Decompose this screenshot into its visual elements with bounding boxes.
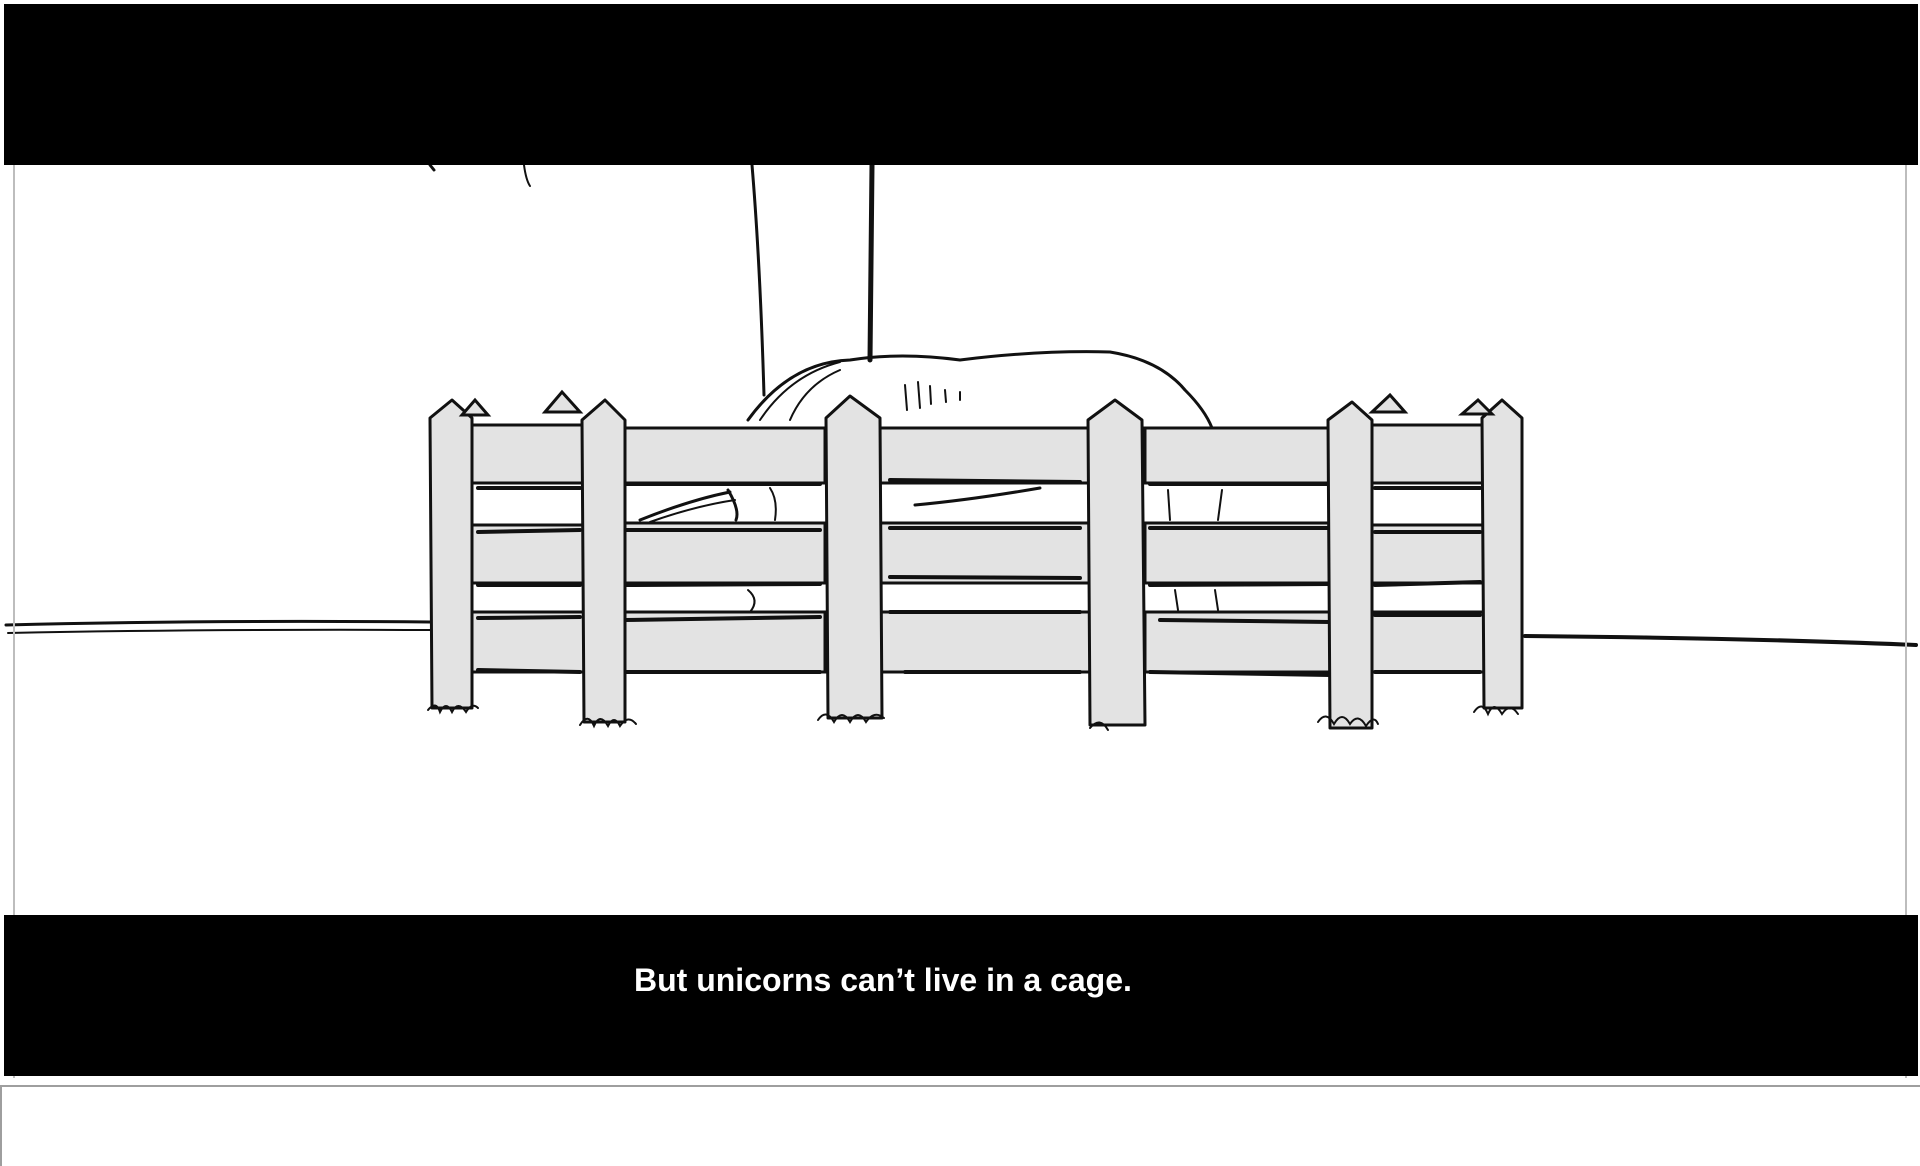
unicorn-leg-3 — [1167, 489, 1223, 521]
horizon-line-left — [4, 619, 432, 627]
unicorn-horn-2 — [649, 499, 736, 523]
rail-right-low — [1368, 610, 1487, 674]
letterbox-bottom-bar — [4, 915, 1918, 1076]
fence-rail-lines — [476, 478, 1482, 677]
unicorn-ribs — [904, 381, 961, 411]
unicorn-horn — [638, 490, 732, 522]
unicorn-leg-4 — [1174, 589, 1219, 611]
unicorn-leg-2 — [747, 589, 756, 613]
tree-trunk-right — [867, 162, 875, 363]
rail-c-mid — [1143, 521, 1337, 585]
panel-caption: But unicorns can’t live in a cage. — [634, 962, 1132, 998]
post-6 — [1480, 398, 1524, 710]
rail-b-top — [878, 426, 1092, 485]
unicorn-back — [746, 350, 1214, 430]
rail-a-low — [613, 610, 827, 674]
rail-right-mid — [1368, 523, 1487, 585]
post-1 — [428, 398, 474, 710]
horizon-line-left-2 — [7, 628, 431, 634]
fence-posts — [428, 394, 1524, 730]
grass-tufts — [427, 704, 1519, 731]
rail-b-mid — [878, 521, 1092, 585]
post-2 — [580, 398, 627, 724]
unicorn-mane-1 — [759, 361, 841, 421]
branch-mark-2 — [523, 164, 531, 187]
branch-mark-1 — [428, 163, 436, 172]
letterbox-top-bar — [4, 4, 1918, 165]
unicorn-mane-2 — [789, 369, 841, 421]
fence-post-tips-back — [458, 389, 1496, 417]
unicorn-head — [726, 488, 739, 522]
post-4 — [1086, 398, 1147, 727]
tree-trunk-left — [750, 163, 766, 397]
unicorn-leg-1 — [769, 487, 777, 521]
panel-frame-border — [13, 4, 1907, 1078]
notes-panel[interactable] — [0, 1085, 1920, 1166]
post-5 — [1326, 400, 1374, 730]
horizon-line-right — [1523, 634, 1918, 647]
unicorn-belly — [913, 486, 1042, 507]
post-3 — [824, 394, 884, 720]
